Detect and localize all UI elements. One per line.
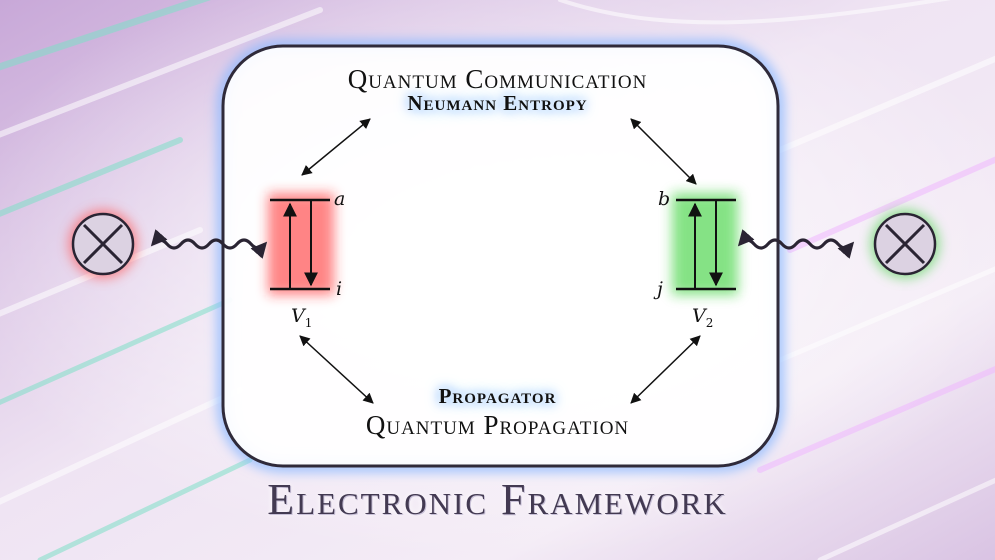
bottom-label-propagation: Quantum Propagation (365, 410, 630, 440)
left-emitter-icon (69, 210, 137, 278)
potential-label-v2: V2 (692, 305, 714, 330)
bottom-label-propagator: Propagator (438, 384, 557, 408)
right-emitter-icon (871, 210, 939, 278)
potential-label-v1: V1 (291, 305, 313, 330)
arrow-topright (630, 118, 697, 185)
top-label-communication: Quantum Communication (347, 64, 648, 94)
arrow-topleft (301, 118, 371, 176)
left-wavy-arrow (150, 229, 268, 259)
arrow-bottomright (630, 335, 701, 404)
right-wavy-arrow (737, 229, 855, 259)
level-label-i: i (336, 278, 343, 300)
arrow-bottomleft (299, 335, 374, 404)
top-label-entropy: Neumann Entropy (407, 91, 588, 115)
level-label-j: j (657, 278, 663, 300)
footer-title: Electronic Framework (267, 475, 728, 524)
left-level-system (268, 193, 334, 295)
right-level-system (672, 193, 738, 295)
level-label-b: b (658, 188, 671, 210)
level-label-a: a (334, 188, 346, 210)
